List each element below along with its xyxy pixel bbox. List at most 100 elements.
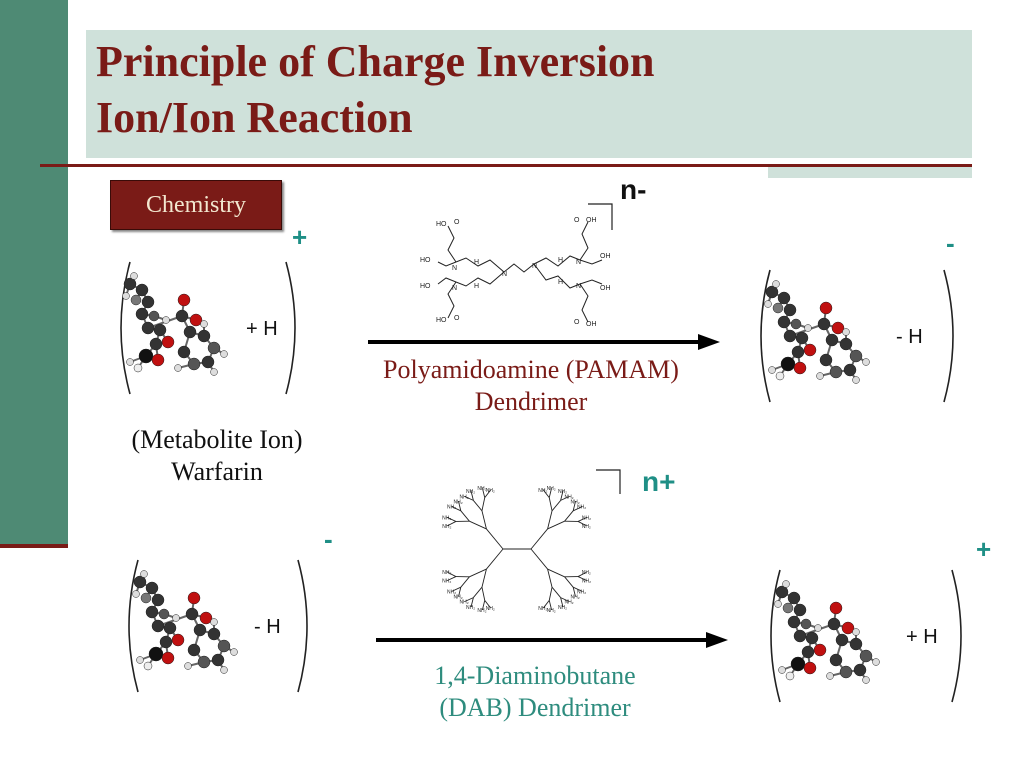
atom — [136, 656, 144, 664]
amine-group: NH₂ — [582, 570, 591, 576]
amine-group: NH₂ — [582, 579, 591, 585]
atom — [800, 618, 812, 630]
atom — [161, 651, 175, 665]
dendrimer-branch — [464, 495, 474, 501]
amine-group: NH₂ — [453, 499, 462, 505]
atom — [140, 592, 152, 604]
amine-group: NH₂ — [547, 608, 556, 614]
atom — [132, 590, 140, 598]
dendrimer-branch — [447, 521, 457, 527]
atom — [143, 661, 153, 671]
atom — [175, 309, 189, 323]
dendrimer-branch — [547, 510, 553, 530]
dendrimer-branch — [564, 576, 574, 588]
amine-group: NH₂ — [466, 605, 475, 611]
amine-group: NH₂ — [447, 589, 456, 595]
atom — [158, 608, 170, 620]
atom — [787, 591, 801, 605]
dendrimer-branch — [486, 548, 504, 570]
warfarin-molecule-icon — [764, 280, 870, 384]
dendrimer-branch — [446, 516, 457, 522]
svg-text:HO: HO — [436, 317, 447, 324]
svg-text:HO: HO — [420, 283, 431, 290]
dendrimer-branch — [572, 586, 583, 592]
svg-text:N: N — [502, 271, 507, 278]
amine-group: NH₂ — [582, 524, 591, 530]
atom — [187, 357, 201, 371]
dendrimer-branch — [548, 497, 553, 511]
atom — [207, 627, 221, 641]
warfarin-molecule-icon — [132, 570, 238, 674]
atom — [817, 317, 831, 331]
atom — [177, 293, 191, 307]
amine-group: NH₂ — [558, 605, 567, 611]
atom — [133, 575, 147, 589]
dendrimer-branch — [473, 586, 483, 598]
atom — [819, 301, 833, 315]
atom — [787, 615, 801, 629]
reactant-2-modifier: - H — [254, 616, 281, 638]
atom — [148, 310, 160, 322]
dendrimer-branch — [470, 597, 474, 608]
svg-text:N: N — [452, 265, 457, 272]
atom — [126, 358, 134, 366]
atom — [813, 643, 827, 657]
amine-group: NH₂ — [442, 524, 451, 530]
atom — [785, 671, 795, 681]
svg-text:OH: OH — [600, 285, 611, 292]
dendrimer-branch — [530, 528, 548, 550]
amine-group: NH₂ — [477, 486, 486, 492]
atom — [826, 672, 834, 680]
atom — [839, 665, 853, 679]
chemistry-button[interactable]: Chemistry — [110, 180, 282, 230]
atom — [804, 324, 812, 332]
atom — [185, 607, 199, 621]
amine-group: NH₂ — [486, 606, 495, 612]
reactant-1-modifier: + H — [246, 318, 278, 340]
atom — [210, 618, 218, 626]
product-2-modifier: + H — [906, 626, 938, 648]
dendrimer-branch — [451, 586, 462, 592]
atom — [859, 649, 873, 663]
svg-text:O: O — [454, 315, 460, 322]
atom — [793, 361, 807, 375]
atom — [174, 364, 182, 372]
atom — [825, 333, 839, 347]
atom — [777, 315, 791, 329]
atom — [171, 633, 185, 647]
atom — [148, 646, 164, 662]
title-line-2: Ion/Ion Reaction — [96, 93, 413, 142]
atom — [130, 272, 138, 280]
pamam-charge: n- — [620, 174, 647, 205]
atom — [197, 655, 211, 669]
dendrimer-branch — [481, 497, 486, 511]
warfarin-molecule-icon — [774, 580, 880, 684]
svg-text:H: H — [558, 257, 563, 264]
atom — [138, 348, 154, 364]
amine-group: NH₂ — [558, 489, 567, 495]
amine-group: NH₂ — [447, 505, 456, 511]
amine-group: NH₂ — [577, 505, 586, 511]
amine-group: NH₂ — [571, 595, 580, 601]
atom — [775, 585, 789, 599]
svg-text:O: O — [574, 217, 580, 224]
dendrimer-branch — [572, 501, 576, 511]
side-bar — [0, 0, 68, 548]
atom — [803, 661, 817, 675]
svg-text:N: N — [452, 285, 457, 292]
reagent-2-line-2: (DAB) Dendrimer — [439, 693, 631, 722]
amine-group: NH₂ — [564, 600, 573, 606]
atom — [130, 294, 142, 306]
reaction-arrow-icon — [376, 632, 728, 648]
amine-group: NH₂ — [538, 606, 547, 612]
atom — [814, 624, 822, 632]
svg-text:HO: HO — [436, 221, 447, 228]
atom — [793, 629, 807, 643]
atom — [123, 277, 137, 291]
reactant-2-charge: - — [324, 524, 333, 554]
dendrimer-branch — [486, 528, 504, 550]
atom — [141, 295, 155, 309]
atom — [764, 300, 772, 308]
dendrimer-branch — [548, 488, 553, 498]
